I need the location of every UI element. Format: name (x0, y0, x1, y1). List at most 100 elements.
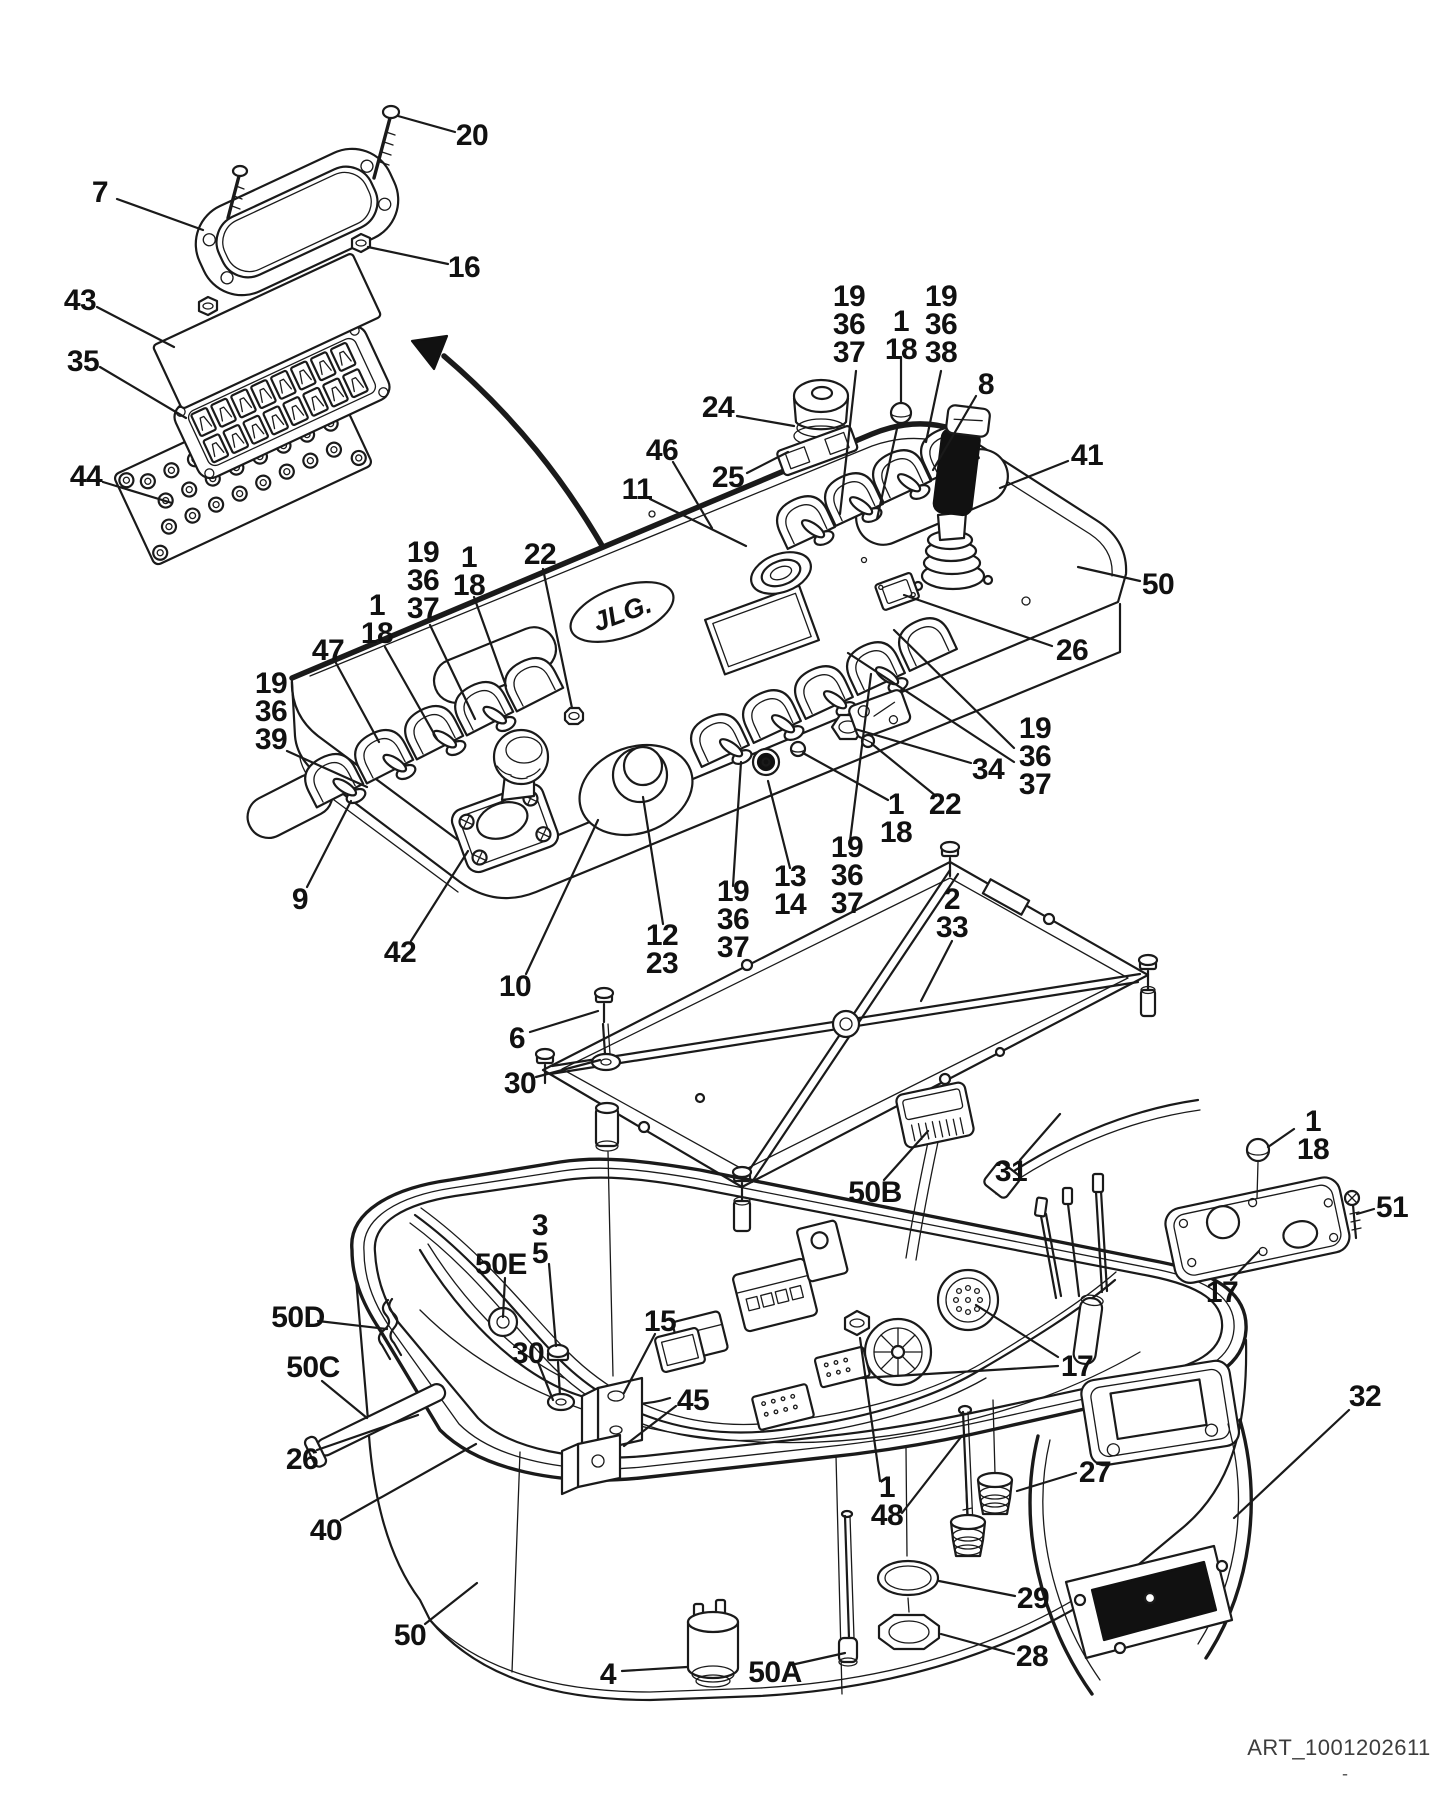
part-label-1-18-b: 1 18 (452, 541, 486, 602)
leader-line (745, 450, 790, 475)
art-number-dash: - (1342, 1763, 1348, 1784)
pedal-guard-assembly (1028, 1172, 1253, 1696)
screw-20 (226, 104, 401, 220)
leader-line (641, 795, 665, 926)
part-label-1-18-e: 1 18 (1296, 1105, 1330, 1166)
rotate-arrow (410, 334, 615, 566)
leader-line (846, 651, 1016, 764)
part-label-30-b: 30 (511, 1337, 545, 1370)
small-hardware (303, 1297, 1014, 1688)
jlg-logo: JLG. (569, 581, 675, 643)
leader-line (766, 779, 792, 870)
part-label-7: 7 (91, 176, 109, 209)
part-label-50E: 50E (475, 1248, 527, 1281)
top-cover-assembly (113, 104, 401, 566)
mounting-plate-17 (1164, 1137, 1362, 1284)
leader-line (428, 623, 477, 721)
part-label-25: 25 (711, 461, 745, 494)
bracket-45 (560, 1433, 622, 1496)
leader-line (853, 727, 973, 765)
leader-line (101, 480, 174, 505)
part-label-9: 9 (291, 883, 309, 916)
leader-line (937, 1579, 1017, 1598)
art-number: ART_1001202611 (1247, 1735, 1431, 1760)
leader-line (1015, 1471, 1078, 1493)
leader-line (900, 1435, 963, 1515)
part-label-29: 29 (1016, 1582, 1050, 1615)
leader-line (838, 369, 858, 516)
part-label-19-36-38: 19 36 38 (924, 280, 958, 369)
leader-line (98, 365, 188, 420)
part-label-50D: 50D (271, 1301, 325, 1334)
bolt-6-hardware (590, 986, 622, 1377)
leader-line (409, 849, 470, 943)
joystick-42 (450, 728, 560, 874)
part-label-19-36-37-e: 19 36 37 (1018, 712, 1052, 801)
leader-line (1229, 1249, 1261, 1282)
enclosure-box-assembly (350, 1081, 1248, 1702)
leader-line (882, 1129, 930, 1182)
part-label-50C: 50C (286, 1351, 340, 1384)
part-label-51: 51 (1375, 1191, 1409, 1224)
part-label-17-a: 17 (1205, 1276, 1239, 1309)
part-label-19-36-37-b: 19 36 37 (406, 536, 440, 625)
part-label-45: 45 (676, 1384, 710, 1417)
leader-line (939, 1632, 1016, 1656)
leader-line (315, 1413, 420, 1452)
plate-26 (874, 572, 920, 611)
part-label-1-18-a: 1 18 (884, 305, 918, 366)
leader-line (396, 114, 457, 134)
part-label-46: 46 (645, 434, 679, 467)
button-13 (751, 747, 781, 777)
part-label-32: 32 (1348, 1380, 1382, 1413)
part-label-1-18-c: 1 18 (360, 589, 394, 650)
part-label-19-36-39: 19 36 39 (254, 667, 288, 756)
part-label-27: 27 (1078, 1456, 1112, 1489)
part-label-30-a: 30 (503, 1067, 537, 1100)
leader-line (848, 672, 873, 843)
panel-nut-28 (877, 1613, 941, 1651)
leader-line (1076, 565, 1142, 583)
part-label-28: 28 (1015, 1640, 1049, 1673)
screw-51 (1343, 1189, 1362, 1240)
grommet-31 (983, 1161, 1021, 1199)
part-label-17-b: 17 (1060, 1350, 1094, 1383)
part-label-10: 10 (498, 970, 532, 1003)
leader-line (536, 1360, 555, 1402)
leader-line (320, 1379, 369, 1420)
part-label-24: 24 (701, 391, 735, 424)
part-label-34: 34 (971, 753, 1005, 786)
leader-line (541, 567, 574, 710)
leader-line (731, 760, 743, 888)
circular-connector-17 (936, 1268, 1000, 1332)
leader-line (974, 1303, 1060, 1359)
leader-line (622, 1332, 657, 1395)
part-label-19-36-37-c: 19 36 37 (716, 875, 750, 964)
leader-line (524, 818, 600, 976)
leader-line (383, 645, 439, 741)
dome-button-12 (578, 743, 694, 837)
part-label-19-36-37-a: 19 36 37 (832, 280, 866, 369)
part-label-43: 43 (63, 284, 97, 317)
part-label-20: 20 (455, 119, 489, 152)
part-label-2-33: 2 33 (935, 883, 969, 944)
leader-line (339, 1442, 478, 1522)
leader-line (648, 497, 748, 548)
part-label-3-5: 3 5 (531, 1209, 549, 1270)
leader-line (1355, 1207, 1376, 1216)
leader-line (366, 245, 450, 266)
part-label-26-b: 26 (285, 1443, 319, 1476)
leader-line (423, 1581, 479, 1626)
leader-line (735, 414, 796, 428)
part-label-1-48: 1 48 (870, 1471, 904, 1532)
leader-line (870, 742, 938, 798)
part-label-13-14: 13 14 (773, 860, 807, 921)
part-label-41: 41 (1070, 439, 1104, 472)
leader-line (528, 1009, 600, 1034)
leader-lines-layer (95, 114, 1376, 1673)
display-window (703, 584, 821, 676)
part-label-47: 47 (311, 634, 345, 667)
leader-line (998, 459, 1070, 490)
part-label-1-18-d: 1 18 (879, 788, 913, 849)
